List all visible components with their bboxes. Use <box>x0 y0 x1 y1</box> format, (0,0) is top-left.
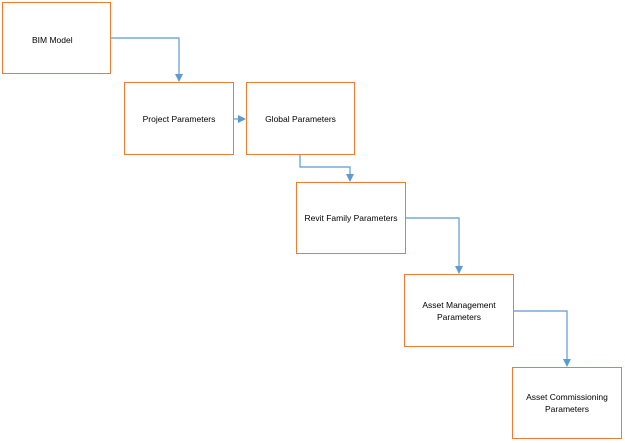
node-label: Asset Commissioning Parameters <box>526 392 608 414</box>
node-label: Global Parameters <box>265 113 336 124</box>
connector-bim-to-project <box>111 37 183 82</box>
node-asset-management-parameters[interactable]: Asset Management Parameters <box>404 274 514 347</box>
node-label: BIM Model <box>32 35 73 45</box>
node-revit-family-parameters[interactable]: Revit Family Parameters <box>296 182 406 254</box>
node-label: Revit Family Parameters <box>304 213 398 223</box>
connector-global-to-revit <box>299 155 354 182</box>
connector-asset-management-to-asset-commissioning <box>514 310 571 367</box>
connector-revit-to-asset-management <box>406 217 463 274</box>
node-label: Project Parameters <box>142 113 216 124</box>
node-label: Asset Management Parameters <box>422 299 496 322</box>
node-project-parameters[interactable]: Project Parameters <box>124 82 234 155</box>
node-asset-commissioning-parameters[interactable]: Asset Commissioning Parameters <box>512 367 622 439</box>
node-bim-model[interactable]: BIM Model <box>2 2 111 74</box>
node-global-parameters[interactable]: Global Parameters <box>246 82 355 155</box>
